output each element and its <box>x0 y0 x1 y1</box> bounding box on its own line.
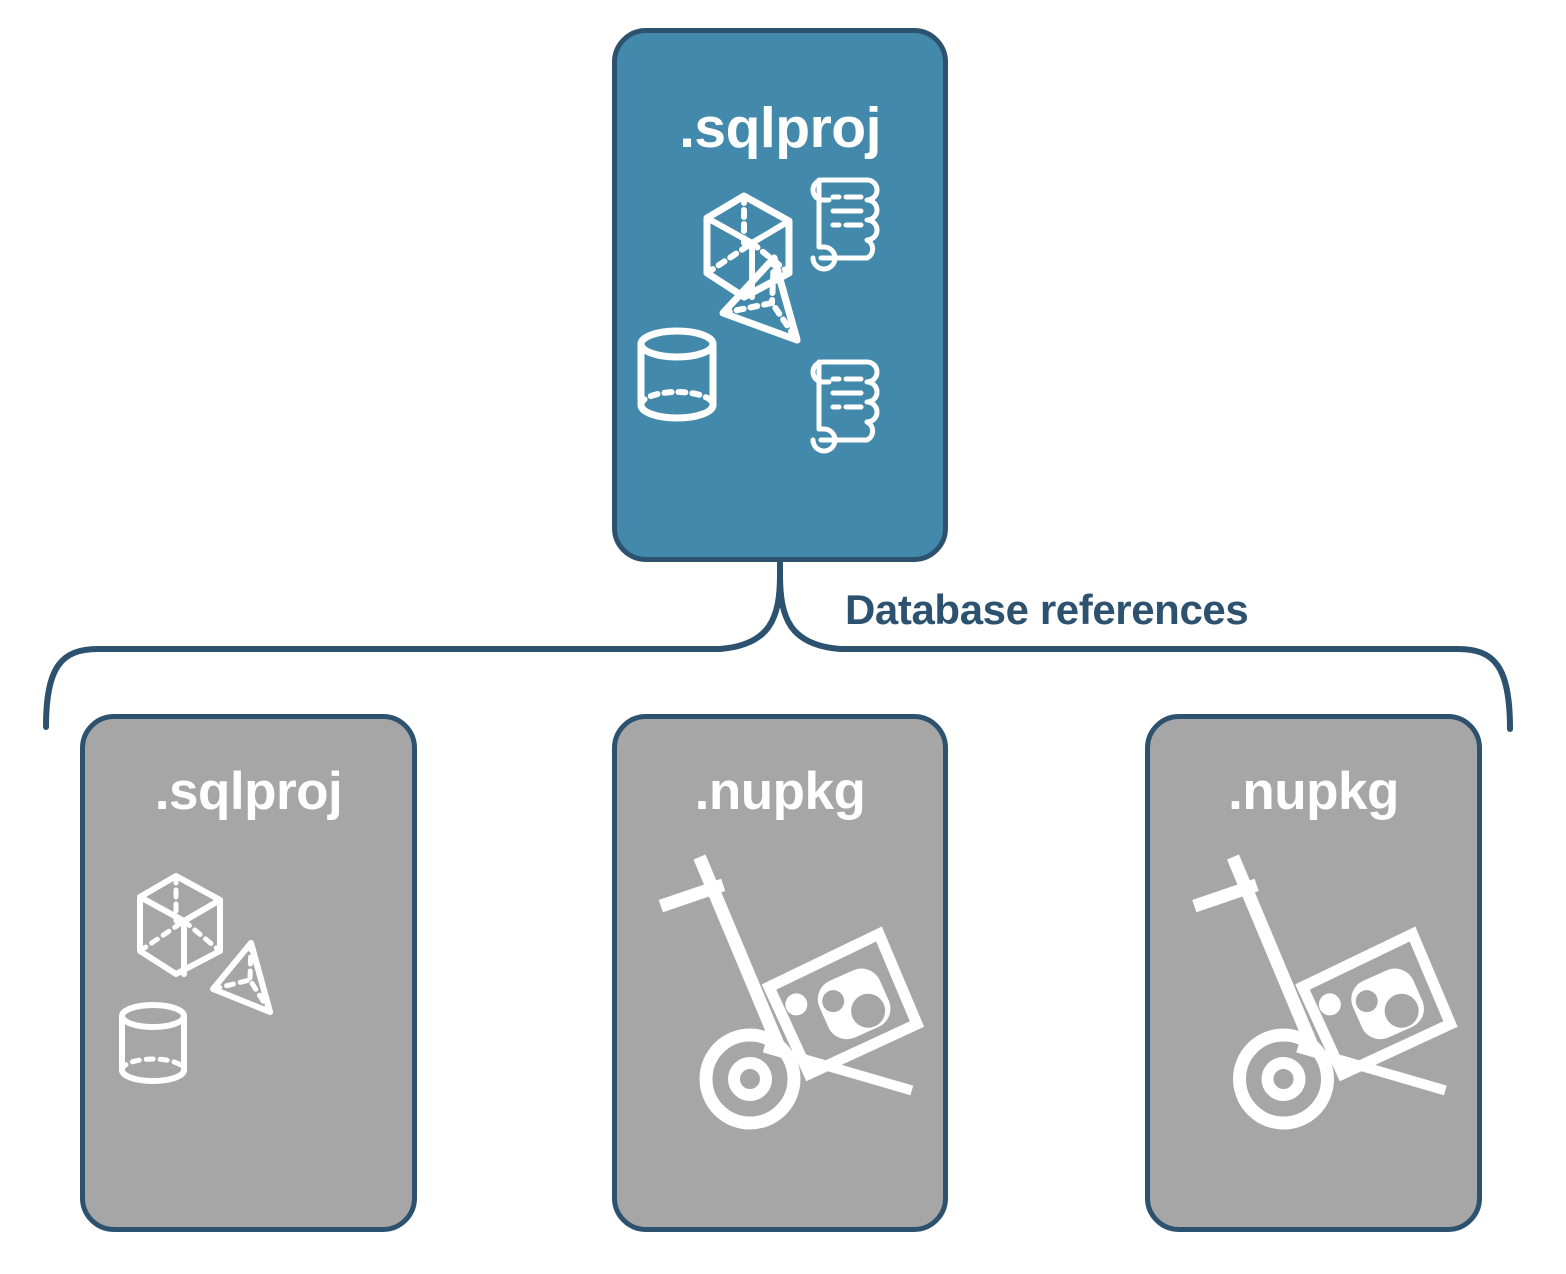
root-card-sqlproj[interactable]: .sqlproj <box>612 28 948 562</box>
nuget-artwork-2 <box>1192 854 1458 1130</box>
nuget-logo-cutouts <box>822 990 886 1028</box>
child-card-artwork-nupkg-2 <box>1150 839 1477 1139</box>
child-card-artwork-sqlproj <box>85 859 412 1109</box>
nuget-hand-truck-icon <box>658 854 925 1130</box>
pyramid-wireframe-icon <box>210 940 273 1015</box>
nuget-artwork-1 <box>658 854 925 1130</box>
pyramid-wireframe-icon <box>719 254 801 344</box>
sql-objects-artwork-large <box>637 177 880 454</box>
scroll-script-icon <box>810 359 880 454</box>
child-card-sqlproj[interactable]: .sqlproj <box>80 714 417 1232</box>
root-card-artwork <box>617 163 943 463</box>
child-card-title-nupkg-2: .nupkg <box>1228 762 1399 821</box>
child-card-artwork-nupkg-1 <box>617 839 943 1139</box>
cylinder-wireframe-icon <box>637 327 717 422</box>
child-card-title-nupkg-1: .nupkg <box>694 762 866 821</box>
brace-label: Database references <box>845 586 1249 633</box>
nuget-logo-cutouts <box>1355 990 1419 1028</box>
sql-objects-artwork-small <box>119 873 273 1084</box>
scroll-script-icon <box>810 177 880 272</box>
child-card-title-sqlproj: .sqlproj <box>154 762 343 821</box>
nuget-hand-truck-icon <box>1192 854 1458 1130</box>
child-card-nupkg-2[interactable]: .nupkg <box>1145 714 1482 1232</box>
brace-left-arm <box>43 572 783 730</box>
cube-wireframe-icon <box>137 873 223 977</box>
child-card-nupkg-1[interactable]: .nupkg <box>612 714 948 1232</box>
cylinder-wireframe-icon <box>119 1002 187 1084</box>
root-card-title: .sqlproj <box>679 96 881 160</box>
